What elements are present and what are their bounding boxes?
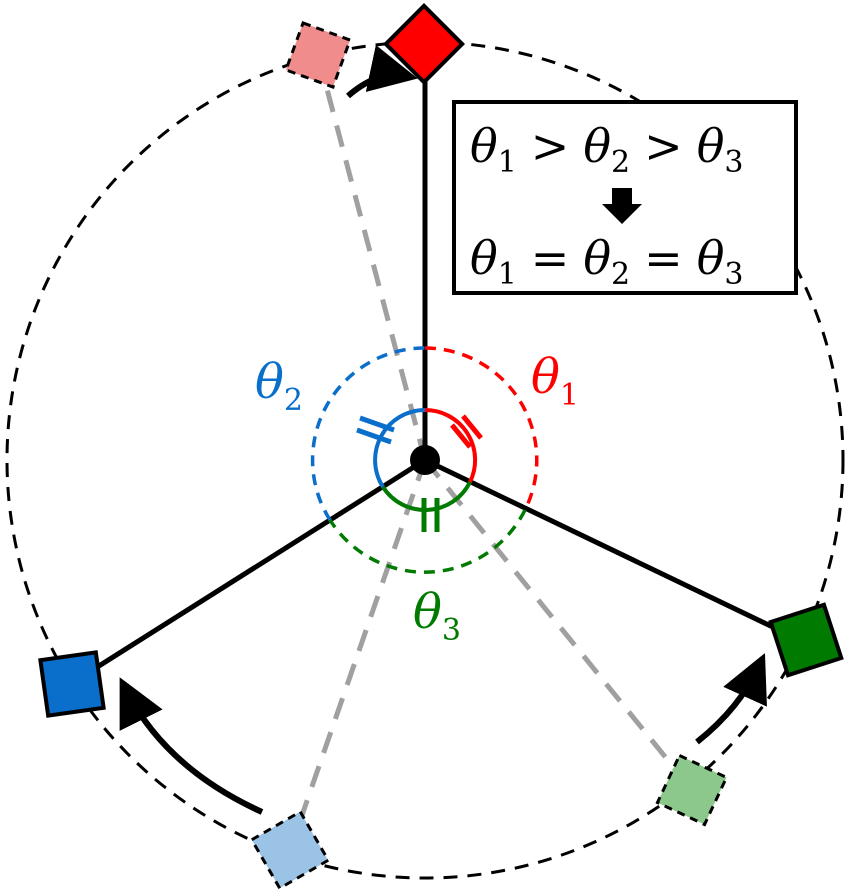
angle-arc-theta2-outer xyxy=(310,346,426,521)
tick-marks-theta2 xyxy=(356,415,395,445)
label-theta2: θ2 xyxy=(255,354,303,418)
arm-green xyxy=(423,457,806,645)
angle-arc-theta1-outer xyxy=(424,346,539,511)
center-pivot xyxy=(410,445,440,475)
tick-marks-theta3 xyxy=(421,498,440,532)
marker-green xyxy=(768,602,844,678)
arrow-red-move xyxy=(346,45,418,99)
label-theta1: θ1 xyxy=(531,349,579,413)
marker-red xyxy=(382,2,466,86)
angle-arc-theta3-inner xyxy=(381,481,472,512)
gray-line-blue-faded xyxy=(287,459,428,851)
angle-arc-theta1-inner xyxy=(424,407,478,483)
arrow-blue-move xyxy=(119,677,264,815)
marker-blue xyxy=(38,650,106,718)
label-theta3: θ3 xyxy=(413,584,461,648)
arrow-green-move xyxy=(695,653,767,745)
gray-line-red-faded xyxy=(315,54,428,461)
relation-box: θ1>θ2>θ3 θ1=θ2=θ3 xyxy=(452,100,798,295)
gray-line-green-faded xyxy=(423,458,694,792)
marker-blue-faded xyxy=(249,809,331,891)
marker-red-faded xyxy=(284,21,352,89)
relation-line-2: θ1=θ2=θ3 xyxy=(470,231,743,292)
angle-arc-theta3-outer xyxy=(328,509,527,574)
arm-blue xyxy=(70,457,427,686)
tick-marks-theta1 xyxy=(450,414,483,449)
relation-line-1: θ1>θ2>θ3 xyxy=(470,119,743,180)
marker-green-faded xyxy=(655,753,729,827)
down-arrow-icon xyxy=(602,188,642,224)
